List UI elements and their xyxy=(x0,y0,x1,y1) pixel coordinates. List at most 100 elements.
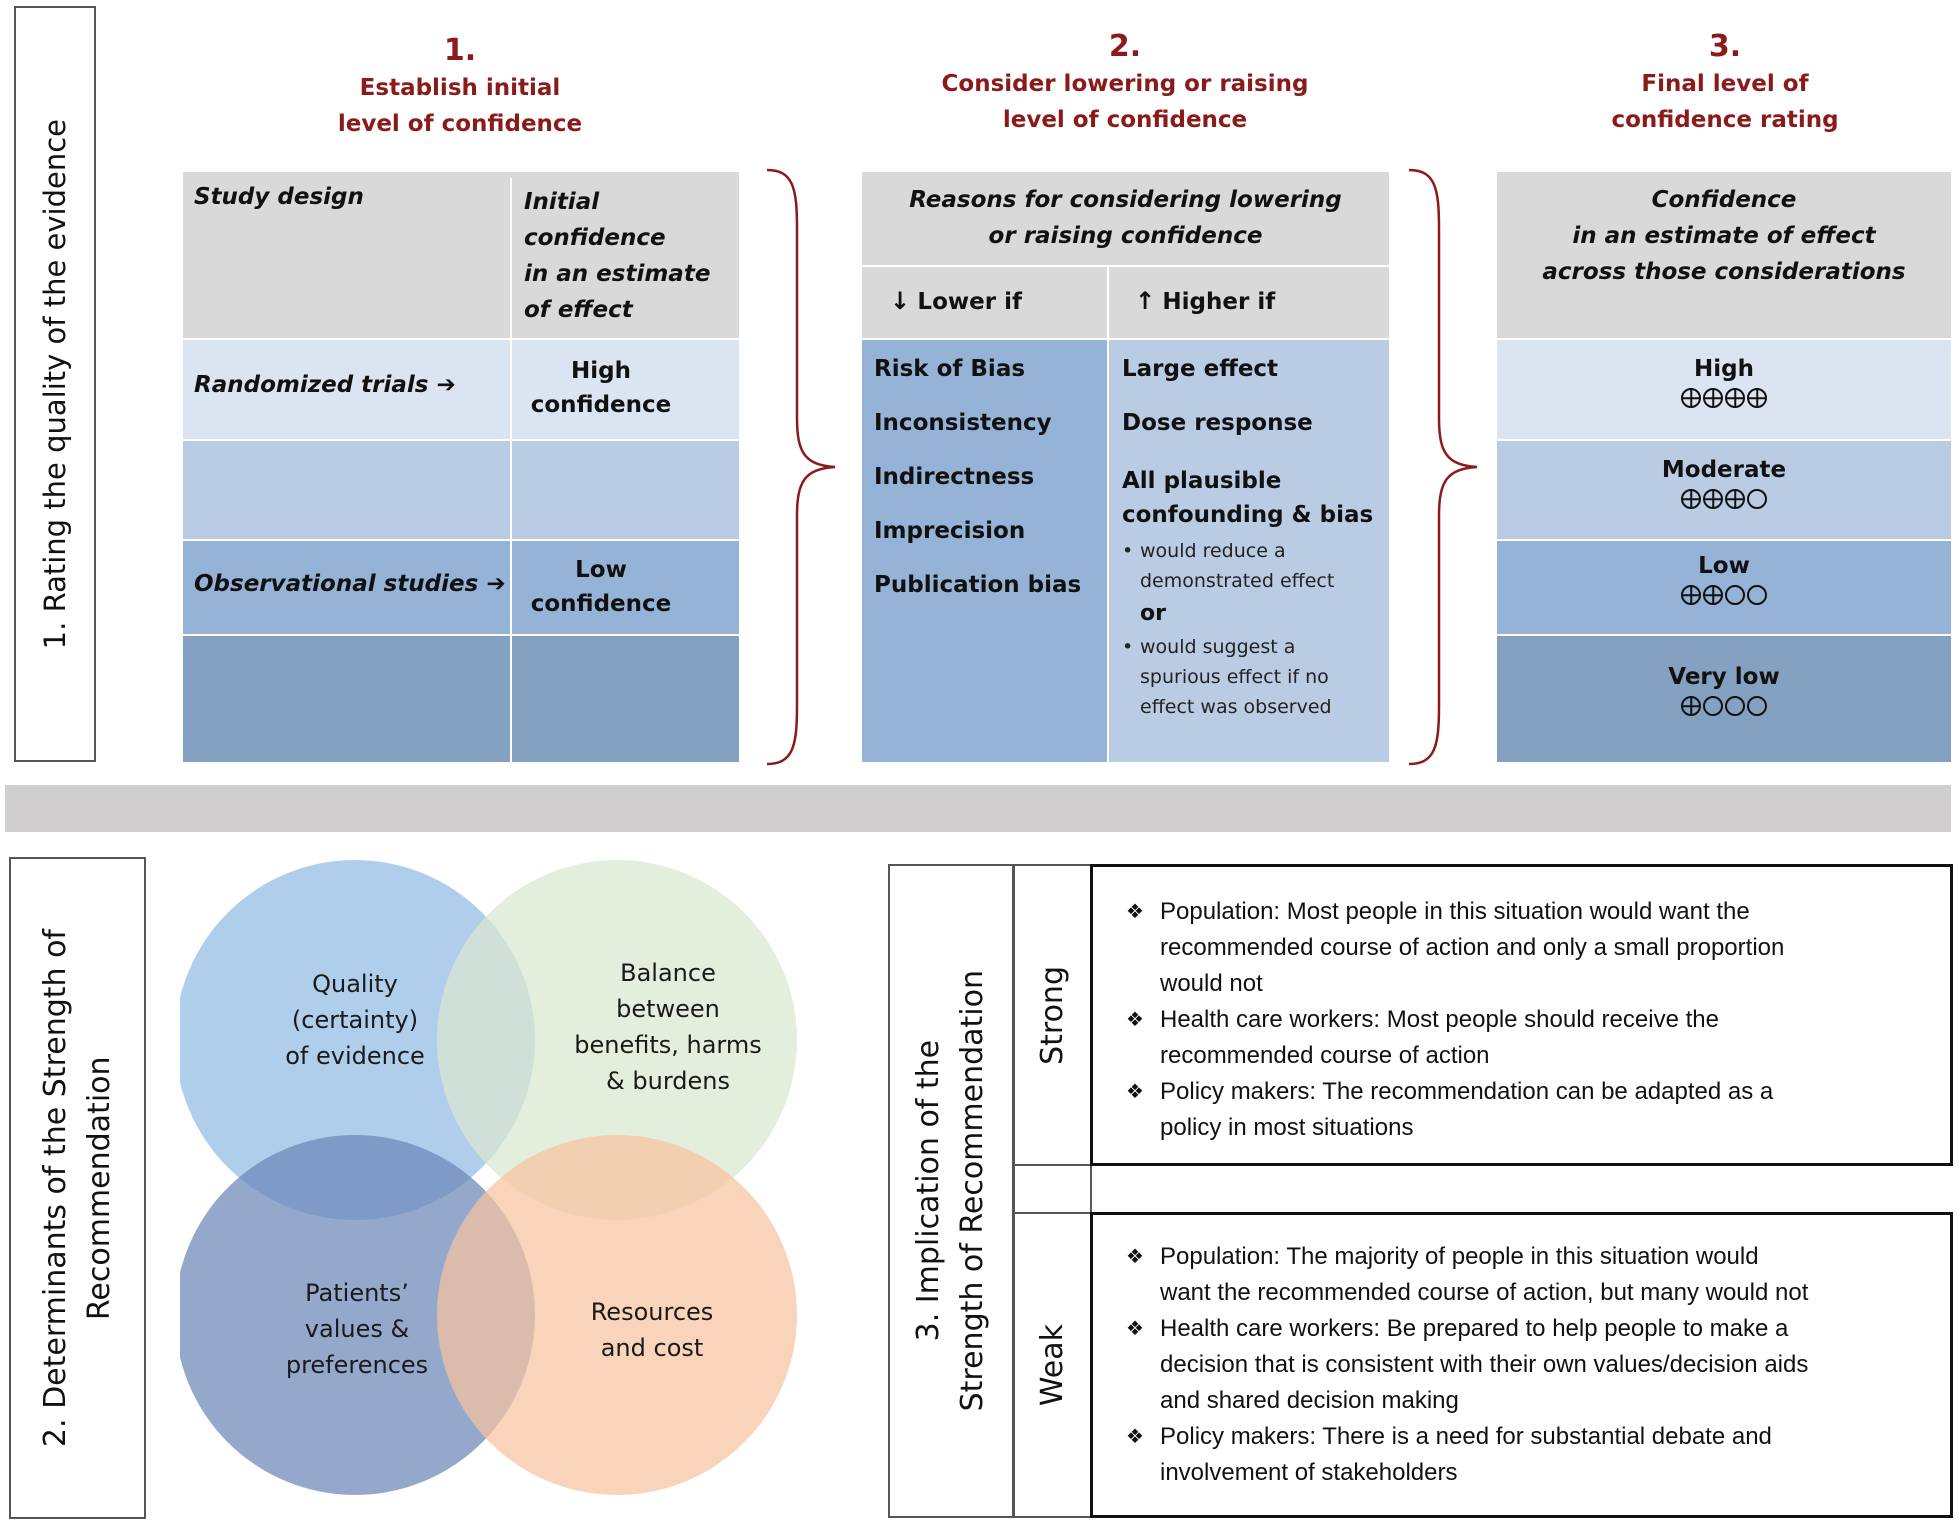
initial-confidence-table: Study design Initial confidence in an es… xyxy=(183,172,739,762)
reasons-header: Reasons for considering lowering or rais… xyxy=(862,172,1389,265)
venn-quality-line: Quality xyxy=(312,970,398,998)
rating-label: Moderate xyxy=(1661,457,1787,483)
step3-title-line1: Final level of xyxy=(1641,71,1809,97)
venn-quality-line: of evidence xyxy=(285,1042,425,1070)
low-confidence-line2: confidence xyxy=(530,591,672,617)
sub-bullet-2-line1: would suggest a xyxy=(1140,636,1296,658)
filled-certainty-circle-icon xyxy=(1681,585,1701,605)
arrow-right-icon: ➔ xyxy=(486,571,506,597)
section1-label-box: 1. Rating the quality of the evidence xyxy=(14,6,96,762)
weak-item-health-care-workers: ❖ Health care workers: Be prepared to he… xyxy=(1120,1311,1950,1419)
sub-bullet-1-line2: demonstrated effect xyxy=(1140,570,1335,592)
lower-item-indirectness: Indirectness xyxy=(874,464,1035,490)
initial-confidence-header-line: of effect xyxy=(524,297,633,323)
weak-label: Weak xyxy=(1035,1323,1070,1407)
low-confidence-line1: Low xyxy=(575,557,627,583)
final-header-line3: across those considerations xyxy=(1542,259,1906,285)
filled-certainty-circle-icon xyxy=(1703,489,1723,509)
strong-recommendation-box: ❖ Population: Most people in this situat… xyxy=(1090,864,1953,1166)
step3-number: 3. xyxy=(1708,29,1742,64)
diamond-bullet-icon: ❖ xyxy=(1126,1246,1144,1268)
table1-row-randomized: Randomized trials ➔ High confidence xyxy=(183,340,739,439)
low-confidence-label: Low confidence xyxy=(463,553,739,621)
rec-line: Policy makers: The recommendation can be… xyxy=(1160,1078,1774,1105)
filled-certainty-circle-icon xyxy=(1725,388,1745,408)
rec-line: Policy makers: There is a need for subst… xyxy=(1160,1423,1772,1450)
rec-line: Population: Most people in this situatio… xyxy=(1160,898,1750,925)
arrow-up-icon: ↑ xyxy=(1135,287,1156,315)
high-confidence-label: High confidence xyxy=(463,354,739,422)
sub-bullet-1-line1: would reduce a xyxy=(1140,540,1286,562)
strong-item-population: ❖ Population: Most people in this situat… xyxy=(1120,894,1950,1002)
section3-label-line1: 3. Implication of the xyxy=(911,1040,946,1342)
rating-very-low: Very low xyxy=(1497,636,1951,762)
higher-item-confounding: All plausible confounding & bias xyxy=(1122,464,1389,532)
section2-label-box: 2. Determinants of the Strength of Recom… xyxy=(9,857,146,1519)
rating-label: Very low xyxy=(1668,664,1780,690)
sub-bullet-2-line2: spurious effect if no xyxy=(1140,666,1329,688)
venn-values-line: values & xyxy=(304,1315,410,1343)
initial-confidence-header-line: confidence xyxy=(524,225,666,251)
rating-low: Low xyxy=(1497,541,1951,634)
lower-item-publication-bias: Publication bias xyxy=(874,572,1082,598)
venn-circle-balance xyxy=(437,860,797,1220)
brace-1 xyxy=(766,168,836,766)
diamond-bullet-icon: ❖ xyxy=(1126,1009,1144,1031)
section1-label: 1. Rating the quality of the evidence xyxy=(38,118,72,650)
step2-heading: 2. Consider lowering or raising level of… xyxy=(900,28,1350,138)
venn-label-values: Patients’ values & preferences xyxy=(286,1275,428,1383)
lower-if-header: ↓ Lower if xyxy=(862,267,1107,338)
higher-if-label: Higher if xyxy=(1162,289,1276,315)
step1-title-line2: level of confidence xyxy=(337,111,583,137)
lower-if-list: Risk of Bias Inconsistency Indirectness … xyxy=(862,340,1107,762)
filled-certainty-circle-icon xyxy=(1681,489,1701,509)
rec-line: and shared decision making xyxy=(1160,1387,1459,1414)
venn-resources-line: and cost xyxy=(600,1334,704,1362)
step1-number: 1. xyxy=(443,33,477,68)
venn-balance-line: Balance xyxy=(620,959,716,987)
rec-line: recommended course of action xyxy=(1160,1042,1490,1069)
reasons-header-line2: or raising confidence xyxy=(988,223,1263,249)
filled-certainty-circle-icon xyxy=(1725,489,1745,509)
weak-item-population: ❖ Population: The majority of people in … xyxy=(1120,1239,1950,1311)
rec-line: recommended course of action and only a … xyxy=(1160,934,1785,961)
venn-diagram xyxy=(180,860,797,1495)
empty-certainty-circle-icon xyxy=(1747,696,1767,716)
venn-label-resources: Resources and cost xyxy=(591,1294,714,1366)
initial-confidence-header: Initial confidence in an estimate of eff… xyxy=(524,184,710,328)
reasons-table: Reasons for considering lowering or rais… xyxy=(862,172,1389,762)
step3-heading: 3. Final level of confidence rating xyxy=(1560,28,1890,138)
venn-circle-quality xyxy=(180,860,535,1220)
observational-studies-text: Observational studies xyxy=(194,571,479,597)
final-header-line1: Confidence xyxy=(1651,187,1797,213)
final-rating-table: Confidence in an estimate of effect acro… xyxy=(1497,172,1951,762)
section3-label-line2: Strength of Recommendation xyxy=(955,970,990,1412)
table1-row-observational: Observational studies ➔ Low confidence xyxy=(183,541,739,634)
weak-item-policy-makers: ❖ Policy makers: There is a need for sub… xyxy=(1120,1419,1950,1491)
empty-certainty-circle-icon xyxy=(1725,696,1745,716)
diamond-bullet-icon: ❖ xyxy=(1126,901,1144,923)
venn-label-balance: Balance between benefits, harms & burden… xyxy=(574,955,762,1099)
strong-item-policy-makers: ❖ Policy makers: The recommendation can … xyxy=(1120,1074,1950,1146)
or-label: or xyxy=(1140,601,1166,626)
venn-circle-values xyxy=(180,1135,535,1495)
diamond-bullet-icon: ❖ xyxy=(1126,1318,1144,1340)
filled-certainty-circle-icon xyxy=(1703,585,1723,605)
filled-certainty-circle-icon xyxy=(1681,388,1701,408)
rec-line: involvement of stakeholders xyxy=(1160,1459,1458,1486)
rating-circles xyxy=(1497,388,1951,408)
empty-certainty-circle-icon xyxy=(1747,585,1767,605)
high-confidence-line1: High xyxy=(571,358,631,384)
table1-row-empty-1 xyxy=(183,441,739,539)
higher-item-dose-response: Dose response xyxy=(1122,410,1313,436)
step2-number: 2. xyxy=(1108,29,1142,64)
final-rating-header: Confidence in an estimate of effect acro… xyxy=(1497,172,1951,338)
filled-certainty-circle-icon xyxy=(1703,388,1723,408)
step1-title-line1: Establish initial xyxy=(359,75,561,101)
empty-certainty-circle-icon xyxy=(1725,585,1745,605)
venn-quality-line: (certainty) xyxy=(291,1006,419,1034)
venn-balance-line: & burdens xyxy=(606,1067,730,1095)
section2-label-line2: Recommendation xyxy=(81,1056,117,1320)
higher-item-large-effect: Large effect xyxy=(1122,356,1279,382)
empty-certainty-circle-icon xyxy=(1747,489,1767,509)
